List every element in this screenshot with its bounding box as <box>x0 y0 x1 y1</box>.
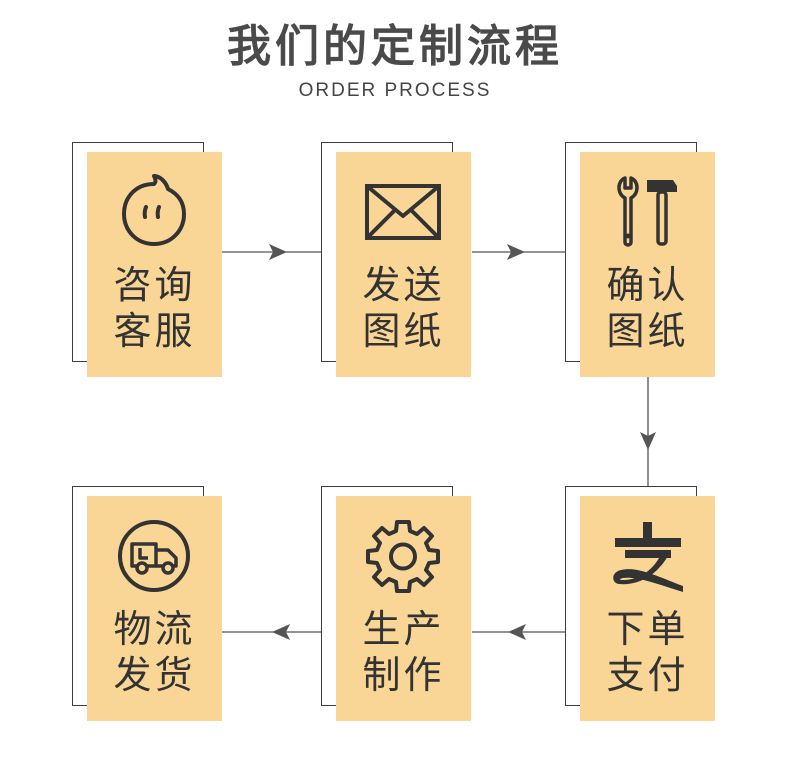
step-card: 确认图纸 <box>580 152 715 377</box>
step-label: 咨询客服 <box>113 263 196 353</box>
step-label: 下单支付 <box>606 607 689 697</box>
step-label: 物流发货 <box>113 607 196 697</box>
page-subtitle: ORDER PROCESS <box>298 80 492 101</box>
step-logistics: 物流发货 <box>72 486 222 721</box>
step-confirm-drawing: 确认图纸 <box>565 142 715 377</box>
step-card: 物流发货 <box>87 496 222 721</box>
step-consult: 咨询客服 <box>72 142 222 377</box>
step-label: 生产制作 <box>362 607 445 697</box>
step-send-drawing: 发送图纸 <box>321 142 471 377</box>
step-label: 发送图纸 <box>362 263 445 353</box>
arrow-right-icon <box>507 244 525 260</box>
alipay-icon <box>613 522 683 592</box>
arrow-left-icon <box>508 624 526 640</box>
delivery-truck-icon <box>118 520 190 592</box>
envelope-icon <box>365 184 441 240</box>
page-title: 我们的定制流程 <box>227 21 563 72</box>
step-card: 发送图纸 <box>336 152 471 377</box>
step-card: 下单支付 <box>580 496 715 721</box>
step-card: 生产制作 <box>336 496 471 721</box>
step-order-payment: 下单支付 <box>565 486 715 721</box>
gear-icon <box>366 520 440 593</box>
chat-bubble-icon <box>122 174 186 246</box>
arrow-down-icon <box>640 432 656 450</box>
step-card: 咨询客服 <box>87 152 222 377</box>
step-production: 生产制作 <box>321 486 471 721</box>
tools-icon <box>617 176 677 247</box>
arrow-left-icon <box>272 624 290 640</box>
arrow-right-icon <box>269 244 287 260</box>
step-label: 确认图纸 <box>606 263 689 353</box>
